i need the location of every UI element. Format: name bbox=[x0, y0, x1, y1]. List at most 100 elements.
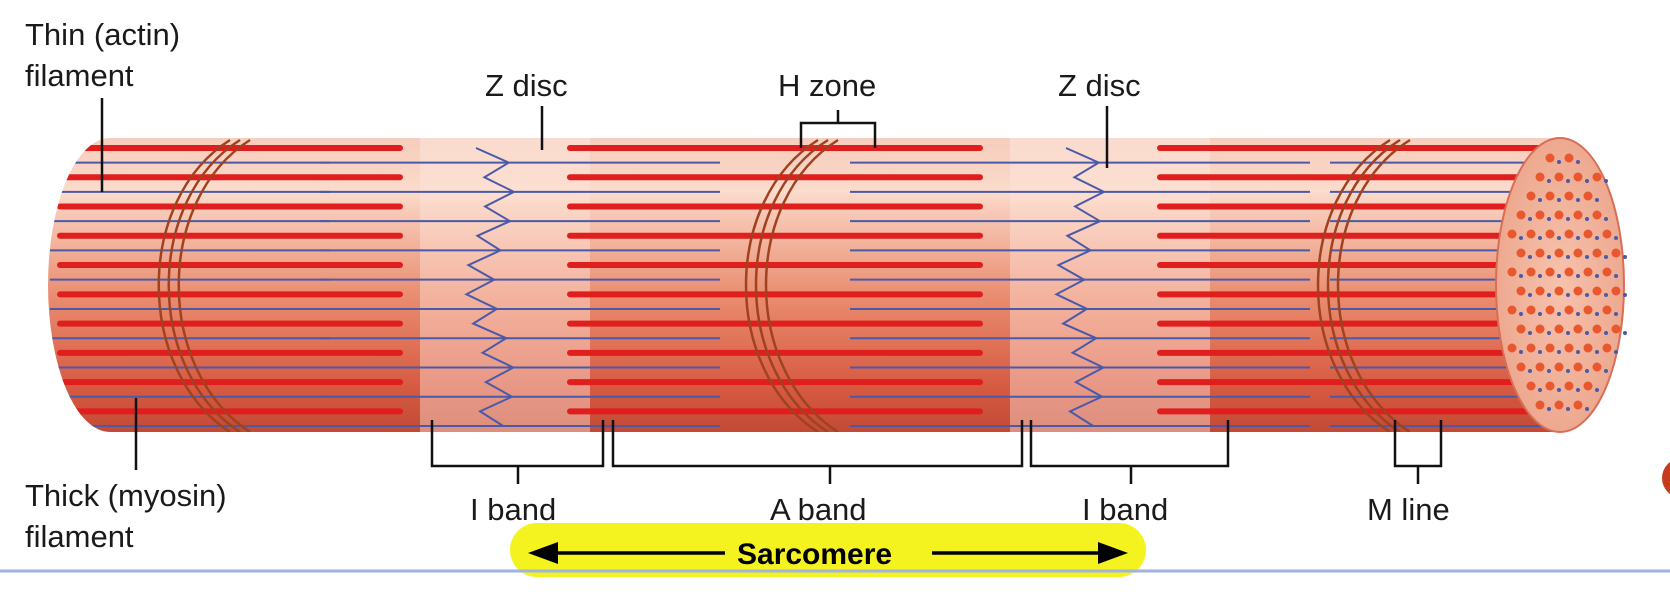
z-disc-left-label: Z disc bbox=[485, 68, 568, 103]
cross-section-dot bbox=[1557, 274, 1561, 278]
cross-section-dot bbox=[1585, 369, 1589, 373]
edge-fragment bbox=[1662, 462, 1670, 494]
cross-section-dot bbox=[1535, 400, 1545, 410]
thin-filament-label-line2: filament bbox=[25, 58, 134, 93]
cross-section-dot bbox=[1557, 160, 1561, 164]
cross-section-dot bbox=[1507, 343, 1517, 353]
cross-section-dot bbox=[1538, 350, 1542, 354]
cross-section-dot bbox=[1554, 248, 1564, 258]
z-disc-line bbox=[1054, 147, 1107, 427]
cross-section-dot bbox=[1583, 267, 1593, 277]
fiber-cross-section bbox=[1495, 137, 1625, 433]
cross-section-dot bbox=[1564, 191, 1574, 201]
muscle-fiber-body bbox=[48, 138, 1560, 432]
a-band-label: A band bbox=[770, 492, 867, 527]
cross-section-dot bbox=[1545, 191, 1555, 201]
cross-section-dot bbox=[1604, 369, 1608, 373]
cross-section-dot bbox=[1557, 312, 1561, 316]
cross-section-dot bbox=[1516, 248, 1526, 258]
cross-section-dot bbox=[1595, 274, 1599, 278]
cross-section-dot bbox=[1573, 248, 1583, 258]
cross-section-dot bbox=[1547, 407, 1551, 411]
cross-section-dot bbox=[1623, 293, 1627, 297]
cross-section-dot bbox=[1564, 305, 1574, 315]
cross-section-dot bbox=[1528, 255, 1532, 259]
cross-section-dot bbox=[1623, 331, 1627, 335]
cross-section-dot bbox=[1557, 350, 1561, 354]
cross-section-dot bbox=[1526, 191, 1536, 201]
cross-section-dot bbox=[1585, 255, 1589, 259]
cross-section-dot bbox=[1573, 210, 1583, 220]
cross-section-dot bbox=[1566, 255, 1570, 259]
cross-section-dot bbox=[1604, 293, 1608, 297]
cross-section-dot bbox=[1535, 248, 1545, 258]
i-band-right-bracket bbox=[1029, 420, 1230, 484]
cross-section-dot bbox=[1602, 343, 1612, 353]
cross-section-dot bbox=[1557, 236, 1561, 240]
cross-section-dot bbox=[1516, 324, 1526, 334]
cross-section-dot bbox=[1576, 160, 1580, 164]
cross-section-dot bbox=[1528, 331, 1532, 335]
cross-section-dot bbox=[1554, 362, 1564, 372]
cross-section-dot bbox=[1585, 293, 1589, 297]
cross-section-dot bbox=[1538, 274, 1542, 278]
cross-section-dot bbox=[1547, 255, 1551, 259]
cross-section-dot bbox=[1538, 312, 1542, 316]
cross-section-dot bbox=[1573, 400, 1583, 410]
cross-section-dot bbox=[1564, 153, 1574, 163]
cross-section-dot bbox=[1554, 286, 1564, 296]
cross-section-dot bbox=[1526, 229, 1536, 239]
cross-section-dot bbox=[1611, 248, 1621, 258]
cross-section-dot bbox=[1576, 312, 1580, 316]
cross-section-dot bbox=[1519, 236, 1523, 240]
z-disc-right-label: Z disc bbox=[1058, 68, 1141, 103]
cross-section-dot bbox=[1535, 210, 1545, 220]
cross-section-dot bbox=[1557, 388, 1561, 392]
i-band-right-label: I band bbox=[1082, 492, 1168, 527]
z-disc-lines bbox=[464, 147, 1107, 427]
sarcomere-arrow-left-head bbox=[528, 542, 558, 564]
cross-section-dot bbox=[1545, 267, 1555, 277]
cross-section-dot bbox=[1592, 362, 1602, 372]
cross-section-dot bbox=[1592, 324, 1602, 334]
cross-section-dot bbox=[1564, 381, 1574, 391]
cross-section-dot bbox=[1526, 343, 1536, 353]
h-zone-label: H zone bbox=[778, 68, 876, 103]
cross-section-dot bbox=[1566, 407, 1570, 411]
cross-section-dot bbox=[1528, 369, 1532, 373]
cross-section-dot bbox=[1526, 267, 1536, 277]
cross-section-dot bbox=[1507, 305, 1517, 315]
cross-section-dot bbox=[1566, 293, 1570, 297]
curved-band-right bbox=[1316, 138, 1411, 432]
cross-section-dot bbox=[1516, 362, 1526, 372]
cross-section-dot bbox=[1602, 267, 1612, 277]
thin-filament-label-line1: Thin (actin) bbox=[25, 17, 180, 52]
cross-section-dot bbox=[1526, 381, 1536, 391]
cross-section-dot bbox=[1554, 400, 1564, 410]
cross-section-dot bbox=[1535, 172, 1545, 182]
cross-section-dot bbox=[1545, 305, 1555, 315]
cross-section-dot bbox=[1611, 286, 1621, 296]
cross-section-dot bbox=[1592, 210, 1602, 220]
cross-section-dot bbox=[1564, 229, 1574, 239]
cross-section-dot bbox=[1585, 407, 1589, 411]
cross-section-dot bbox=[1602, 229, 1612, 239]
cross-section-dot bbox=[1583, 305, 1593, 315]
cross-section-dot bbox=[1595, 388, 1599, 392]
cross-section-dot bbox=[1583, 343, 1593, 353]
cross-section-dot bbox=[1623, 255, 1627, 259]
cross-section-dot bbox=[1528, 217, 1532, 221]
cross-section-dot bbox=[1583, 229, 1593, 239]
cross-section-dot bbox=[1538, 236, 1542, 240]
cross-section-dot bbox=[1519, 274, 1523, 278]
cross-section-dot bbox=[1526, 305, 1536, 315]
cross-section-dot bbox=[1547, 217, 1551, 221]
cross-section-dot bbox=[1604, 217, 1608, 221]
cross-section-dot bbox=[1583, 381, 1593, 391]
cross-section-dot bbox=[1604, 255, 1608, 259]
cross-section-dot bbox=[1604, 179, 1608, 183]
cross-section-dot bbox=[1573, 362, 1583, 372]
thick-filament-label-line2: filament bbox=[25, 519, 134, 554]
cross-section-dot bbox=[1576, 388, 1580, 392]
